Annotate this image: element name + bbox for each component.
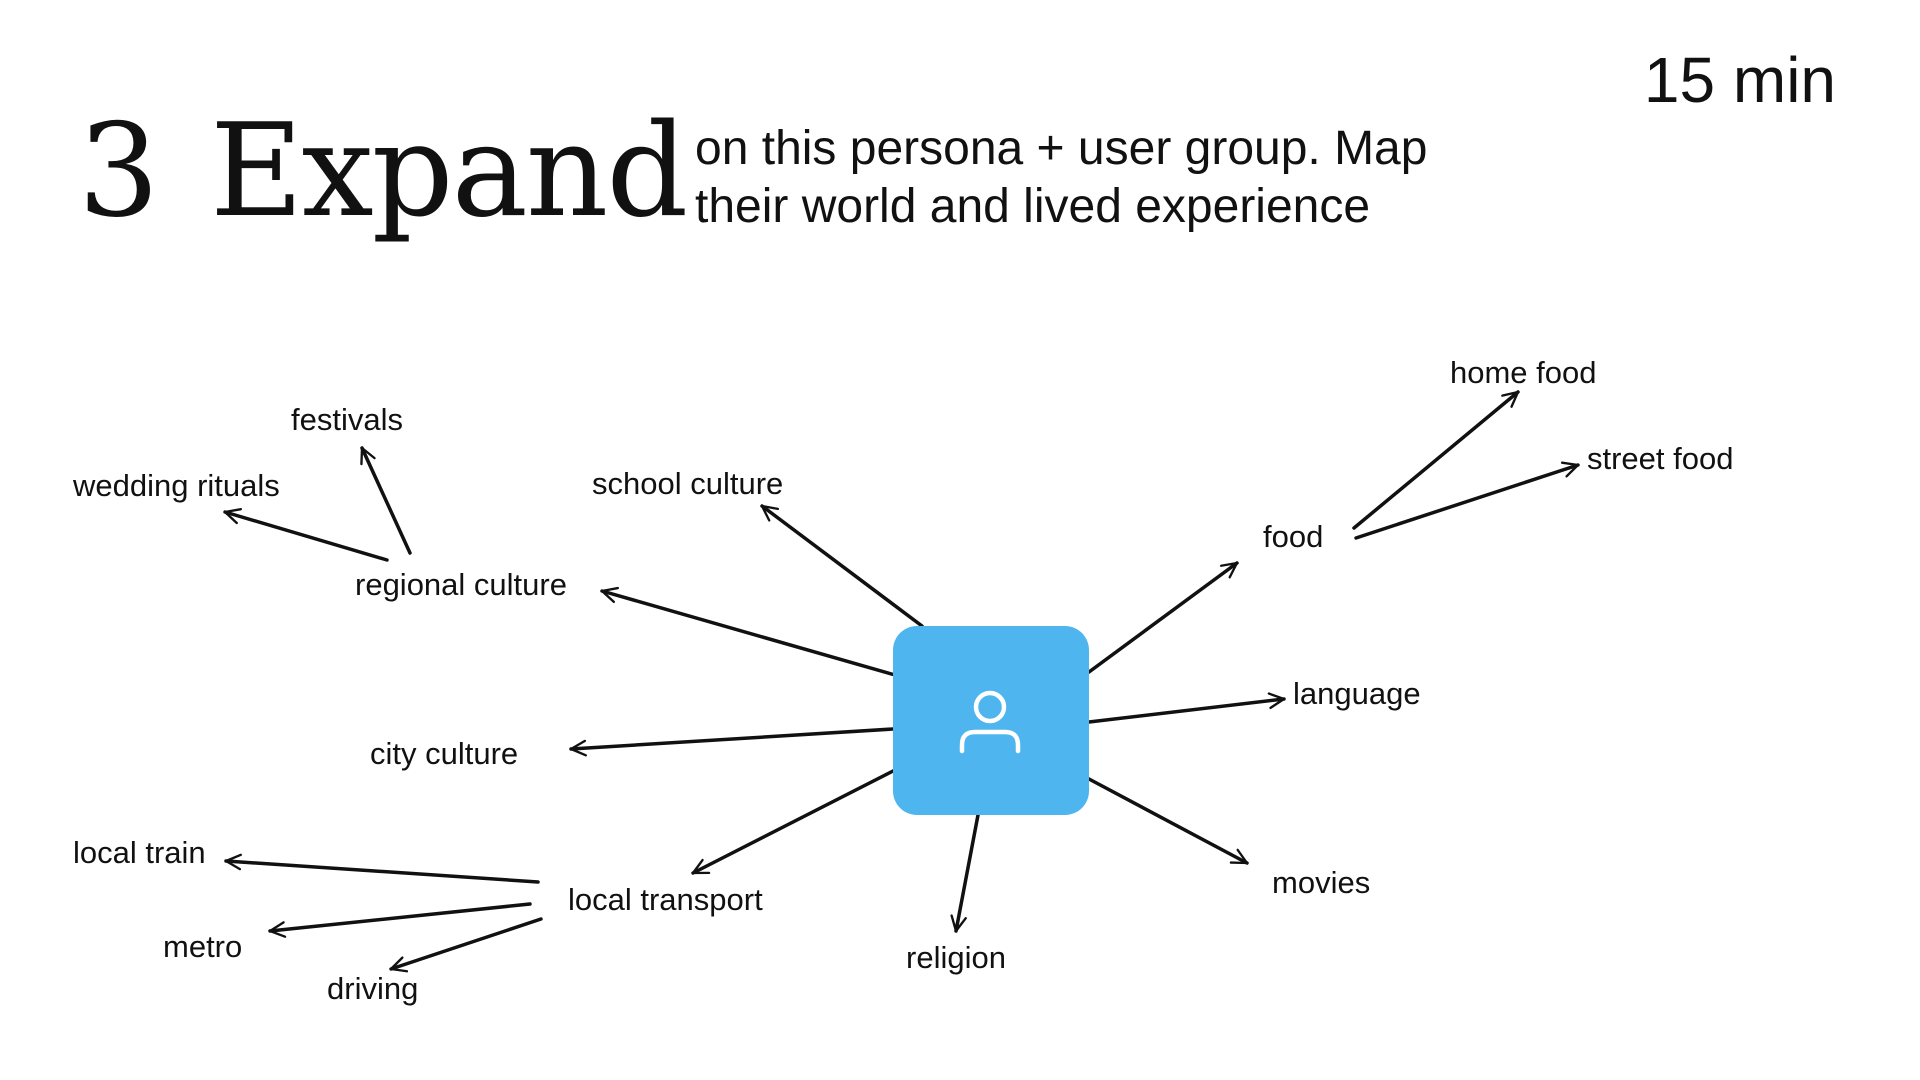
arrow-to-language (1087, 692, 1286, 724)
person-icon (959, 690, 1021, 754)
label-metro: metro (163, 929, 242, 964)
label-driving: driving (327, 971, 418, 1006)
step-instructions: on this persona + user group. Map their … (695, 120, 1515, 236)
arrow-to-religion (950, 813, 980, 933)
label-home-food: home food (1450, 355, 1597, 390)
label-food: food (1263, 519, 1323, 554)
node-labels: festivals wedding rituals regional cultu… (72, 355, 1733, 1006)
label-festivals: festivals (291, 402, 403, 437)
step-number: 3 (78, 97, 160, 246)
arrow-to-home-food (1352, 390, 1520, 530)
label-school-culture: school culture (592, 466, 783, 501)
label-wedding-rituals: wedding rituals (72, 468, 280, 503)
label-city-culture: city culture (370, 736, 518, 771)
label-regional-culture: regional culture (355, 567, 567, 602)
arrow-to-regional-culture (600, 586, 897, 677)
arrow-to-driving (389, 917, 543, 973)
arrow-to-wedding-rituals (223, 508, 389, 562)
label-movies: movies (1272, 865, 1370, 900)
arrow-to-local-train (224, 853, 540, 884)
label-religion: religion (906, 940, 1006, 975)
arrow-to-school-culture (760, 504, 924, 628)
arrow-to-movies (1087, 777, 1249, 865)
step-instructions-line-1: on this persona + user group. Map (695, 122, 1428, 175)
step-title: Expand (210, 97, 688, 246)
arrow-to-city-culture (569, 727, 895, 757)
arrow-to-festivals (360, 446, 412, 555)
label-language: language (1293, 676, 1421, 711)
timer: 15 min (1643, 44, 1836, 116)
label-street-food: street food (1587, 441, 1733, 476)
label-local-transport: local transport (568, 882, 763, 917)
arrow-to-street-food (1354, 461, 1580, 540)
arrow-to-metro (268, 902, 532, 938)
label-local-train: local train (73, 835, 206, 870)
persona-node[interactable] (893, 626, 1089, 815)
arrow-to-local-transport (691, 768, 897, 875)
arrow-to-food (1087, 561, 1239, 674)
connector-arrows (223, 390, 1580, 973)
step-instructions-line-2: their world and lived experience (695, 180, 1371, 233)
